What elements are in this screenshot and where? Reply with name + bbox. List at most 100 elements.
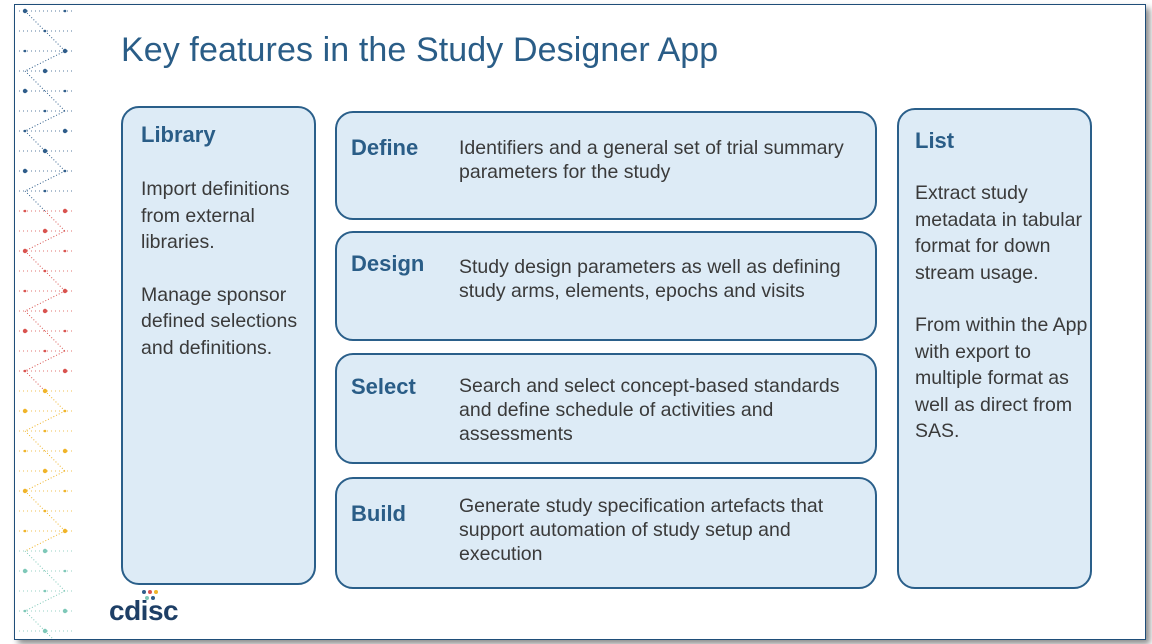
design-heading: Design xyxy=(351,251,425,276)
design-box: Design Study design parameters as well a… xyxy=(335,231,877,341)
deco-line xyxy=(44,30,66,52)
deco-line xyxy=(24,350,66,372)
deco-line xyxy=(44,390,66,412)
deco-dot xyxy=(43,189,47,193)
deco-dot xyxy=(22,8,28,14)
deco-line xyxy=(24,370,46,392)
list-heading: List xyxy=(915,128,955,153)
deco-line xyxy=(44,90,66,112)
deco-dot xyxy=(43,29,47,33)
deco-line xyxy=(44,570,66,592)
deco-dot xyxy=(22,568,28,574)
deco-dot xyxy=(63,489,67,493)
deco-dot xyxy=(62,128,68,134)
deco-line xyxy=(24,250,46,272)
deco-line xyxy=(24,410,66,432)
library-paragraph: Import definitions from external librari… xyxy=(141,178,290,253)
deco-line xyxy=(24,230,66,252)
deco-dot xyxy=(23,449,27,453)
deco-dot xyxy=(62,368,68,374)
deco-line xyxy=(24,550,46,572)
deco-dot xyxy=(63,409,67,413)
deco-line xyxy=(44,210,66,232)
deco-dot xyxy=(22,408,28,414)
deco-line xyxy=(44,630,54,639)
deco-dot xyxy=(42,308,48,314)
deco-line xyxy=(24,470,66,492)
deco-line xyxy=(44,270,66,292)
deco-line xyxy=(44,150,66,172)
deco-dot xyxy=(42,68,48,74)
deco-dot xyxy=(22,248,28,254)
deco-dot xyxy=(22,88,28,94)
list-paragraph: From within the App with export to multi… xyxy=(915,314,1088,442)
deco-dot xyxy=(43,269,47,273)
deco-dot xyxy=(62,208,68,214)
define-description: Identifiers and a general set of trial s… xyxy=(459,137,844,183)
deco-line xyxy=(44,450,66,472)
deco-dot xyxy=(43,349,47,353)
deco-line xyxy=(24,610,46,632)
deco-dot xyxy=(63,89,67,93)
deco-dot xyxy=(63,249,67,253)
select-box: Select Search and select concept-based s… xyxy=(335,353,877,464)
logo-text: cdisc xyxy=(109,595,179,626)
deco-dot xyxy=(62,48,68,54)
logo-dots-icon xyxy=(142,590,158,600)
design-description: Study design parameters as well as defin… xyxy=(459,256,841,302)
define-box: Define Identifiers and a general set of … xyxy=(335,111,877,220)
cdisc-logo: cdisc xyxy=(109,590,179,627)
library-text: Import definitions from external librari… xyxy=(141,176,313,361)
deco-dot xyxy=(63,9,67,13)
deco-line xyxy=(24,10,46,32)
deco-dot xyxy=(43,589,47,593)
library-box: Library Import definitions from external… xyxy=(121,106,316,585)
deco-dot xyxy=(22,168,28,174)
deco-line xyxy=(24,190,46,212)
deco-dot xyxy=(23,49,27,53)
deco-line xyxy=(24,130,46,152)
deco-dot xyxy=(23,369,27,373)
deco-line xyxy=(24,310,46,332)
deco-dot xyxy=(23,289,27,293)
decorative-network-border xyxy=(19,8,73,639)
deco-dot xyxy=(42,148,48,154)
deco-dot xyxy=(62,288,68,294)
deco-line xyxy=(24,290,66,312)
deco-dot xyxy=(43,109,47,113)
deco-dot xyxy=(23,609,27,613)
build-box: Build Generate study specification artef… xyxy=(335,477,877,589)
slide-title: Key features in the Study Designer App xyxy=(121,31,719,69)
deco-line xyxy=(24,490,46,512)
deco-dot xyxy=(62,448,68,454)
list-paragraph: Extract study metadata in tabular format… xyxy=(915,182,1082,284)
deco-dot xyxy=(42,228,48,234)
deco-dot xyxy=(42,468,48,474)
library-heading: Library xyxy=(141,122,216,147)
deco-line xyxy=(44,330,66,352)
deco-dot xyxy=(62,528,68,534)
library-paragraph: Manage sponsor defined selections and de… xyxy=(141,283,298,359)
deco-line xyxy=(44,510,66,532)
deco-dot xyxy=(23,209,27,213)
deco-line xyxy=(24,70,46,92)
deco-line xyxy=(24,590,66,612)
slide: Key features in the Study Designer App L… xyxy=(14,4,1146,640)
list-box: List Extract study metadata in tabular f… xyxy=(897,108,1092,589)
deco-dot xyxy=(23,129,27,133)
define-heading: Define xyxy=(351,135,419,160)
deco-line xyxy=(24,430,46,452)
deco-dot xyxy=(63,569,67,573)
deco-dot xyxy=(42,548,48,554)
deco-dot xyxy=(43,509,47,513)
deco-dot xyxy=(42,388,48,394)
deco-line xyxy=(24,110,66,132)
deco-dot xyxy=(43,429,47,433)
deco-dot xyxy=(22,488,28,494)
deco-dot xyxy=(63,329,67,333)
deco-line xyxy=(24,50,66,72)
deco-line xyxy=(24,530,66,552)
build-heading: Build xyxy=(351,501,406,526)
deco-dot xyxy=(22,328,28,334)
deco-dot xyxy=(63,169,67,173)
